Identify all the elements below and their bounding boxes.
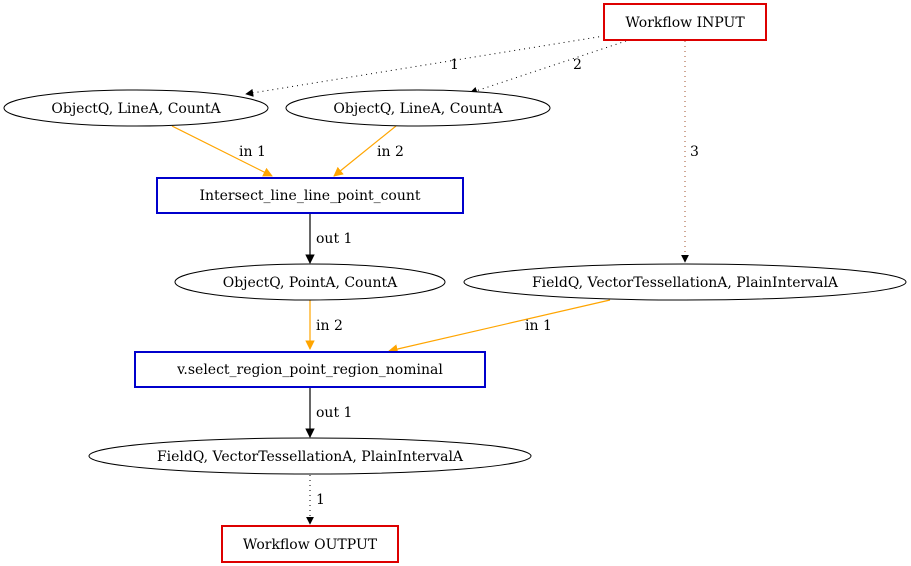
field-vector-interval-input-ellipse [463,263,907,301]
edge-label-output-1: 1 [316,492,325,508]
edge-label-intersect-in-2: in 2 [377,144,404,160]
object-point-count-ellipse [174,263,446,301]
edge-label-select-in-2: in 2 [316,318,343,334]
node-object-line-count-2[interactable]: ObjectQ, LineA, CountA [285,89,551,127]
intersect-operation-box [156,177,464,214]
select-region-operation-box [134,351,486,388]
workflow-output-box [221,525,399,563]
object-line-count-2-ellipse [285,89,551,127]
field-vector-interval-input-label: FieldQ, VectorTessellationA, PlainInterv… [532,275,839,291]
node-field-vector-interval-output[interactable]: FieldQ, VectorTessellationA, PlainInterv… [88,437,532,475]
edge-label-input-3: 3 [690,144,699,160]
edges: 1 2 3 in 1 in 2 out 1 in 2 in 1 out 1 1 [171,35,699,525]
nodes: Workflow INPUT ObjectQ, LineA, CountA Ob… [3,3,907,563]
workflow-output-label: Workflow OUTPUT [243,537,378,553]
object-line-count-1-ellipse [3,89,269,127]
intersect-operation-label: Intersect_line_line_point_count [199,188,420,204]
node-select-region-operation[interactable]: v.select_region_point_region_nominal [134,351,486,388]
edge-input-to-object-line-1 [245,35,605,97]
edge-field-to-select-region [388,299,611,354]
edge-label-input-1: 1 [450,57,459,73]
edge-object-line-2-to-intersect [333,125,397,177]
edge-label-intersect-in-1: in 1 [239,144,266,160]
node-field-vector-interval-input[interactable]: FieldQ, VectorTessellationA, PlainInterv… [463,263,907,301]
edge-object-line-1-to-intersect [171,125,273,177]
field-vector-interval-output-ellipse [88,437,532,475]
edge-label-input-2: 2 [573,57,582,73]
node-intersect-operation[interactable]: Intersect_line_line_point_count [156,177,464,214]
edge-label-intersect-out-1: out 1 [316,231,352,247]
object-line-count-2-label: ObjectQ, LineA, CountA [333,101,503,117]
edge-label-select-in-1: in 1 [525,318,552,334]
node-object-line-count-1[interactable]: ObjectQ, LineA, CountA [3,89,269,127]
field-vector-interval-output-label: FieldQ, VectorTessellationA, PlainInterv… [157,449,464,465]
edge-label-select-out-1: out 1 [316,405,352,421]
workflow-input-box [603,3,767,41]
node-object-point-count[interactable]: ObjectQ, PointA, CountA [174,263,446,301]
node-workflow-output[interactable]: Workflow OUTPUT [221,525,399,563]
object-point-count-label: ObjectQ, PointA, CountA [223,275,398,291]
workflow-input-label: Workflow INPUT [625,15,745,31]
select-region-operation-label: v.select_region_point_region_nominal [176,362,443,378]
edge-input-to-object-line-2 [469,40,627,95]
object-line-count-1-label: ObjectQ, LineA, CountA [51,101,221,117]
node-workflow-input[interactable]: Workflow INPUT [603,3,767,41]
